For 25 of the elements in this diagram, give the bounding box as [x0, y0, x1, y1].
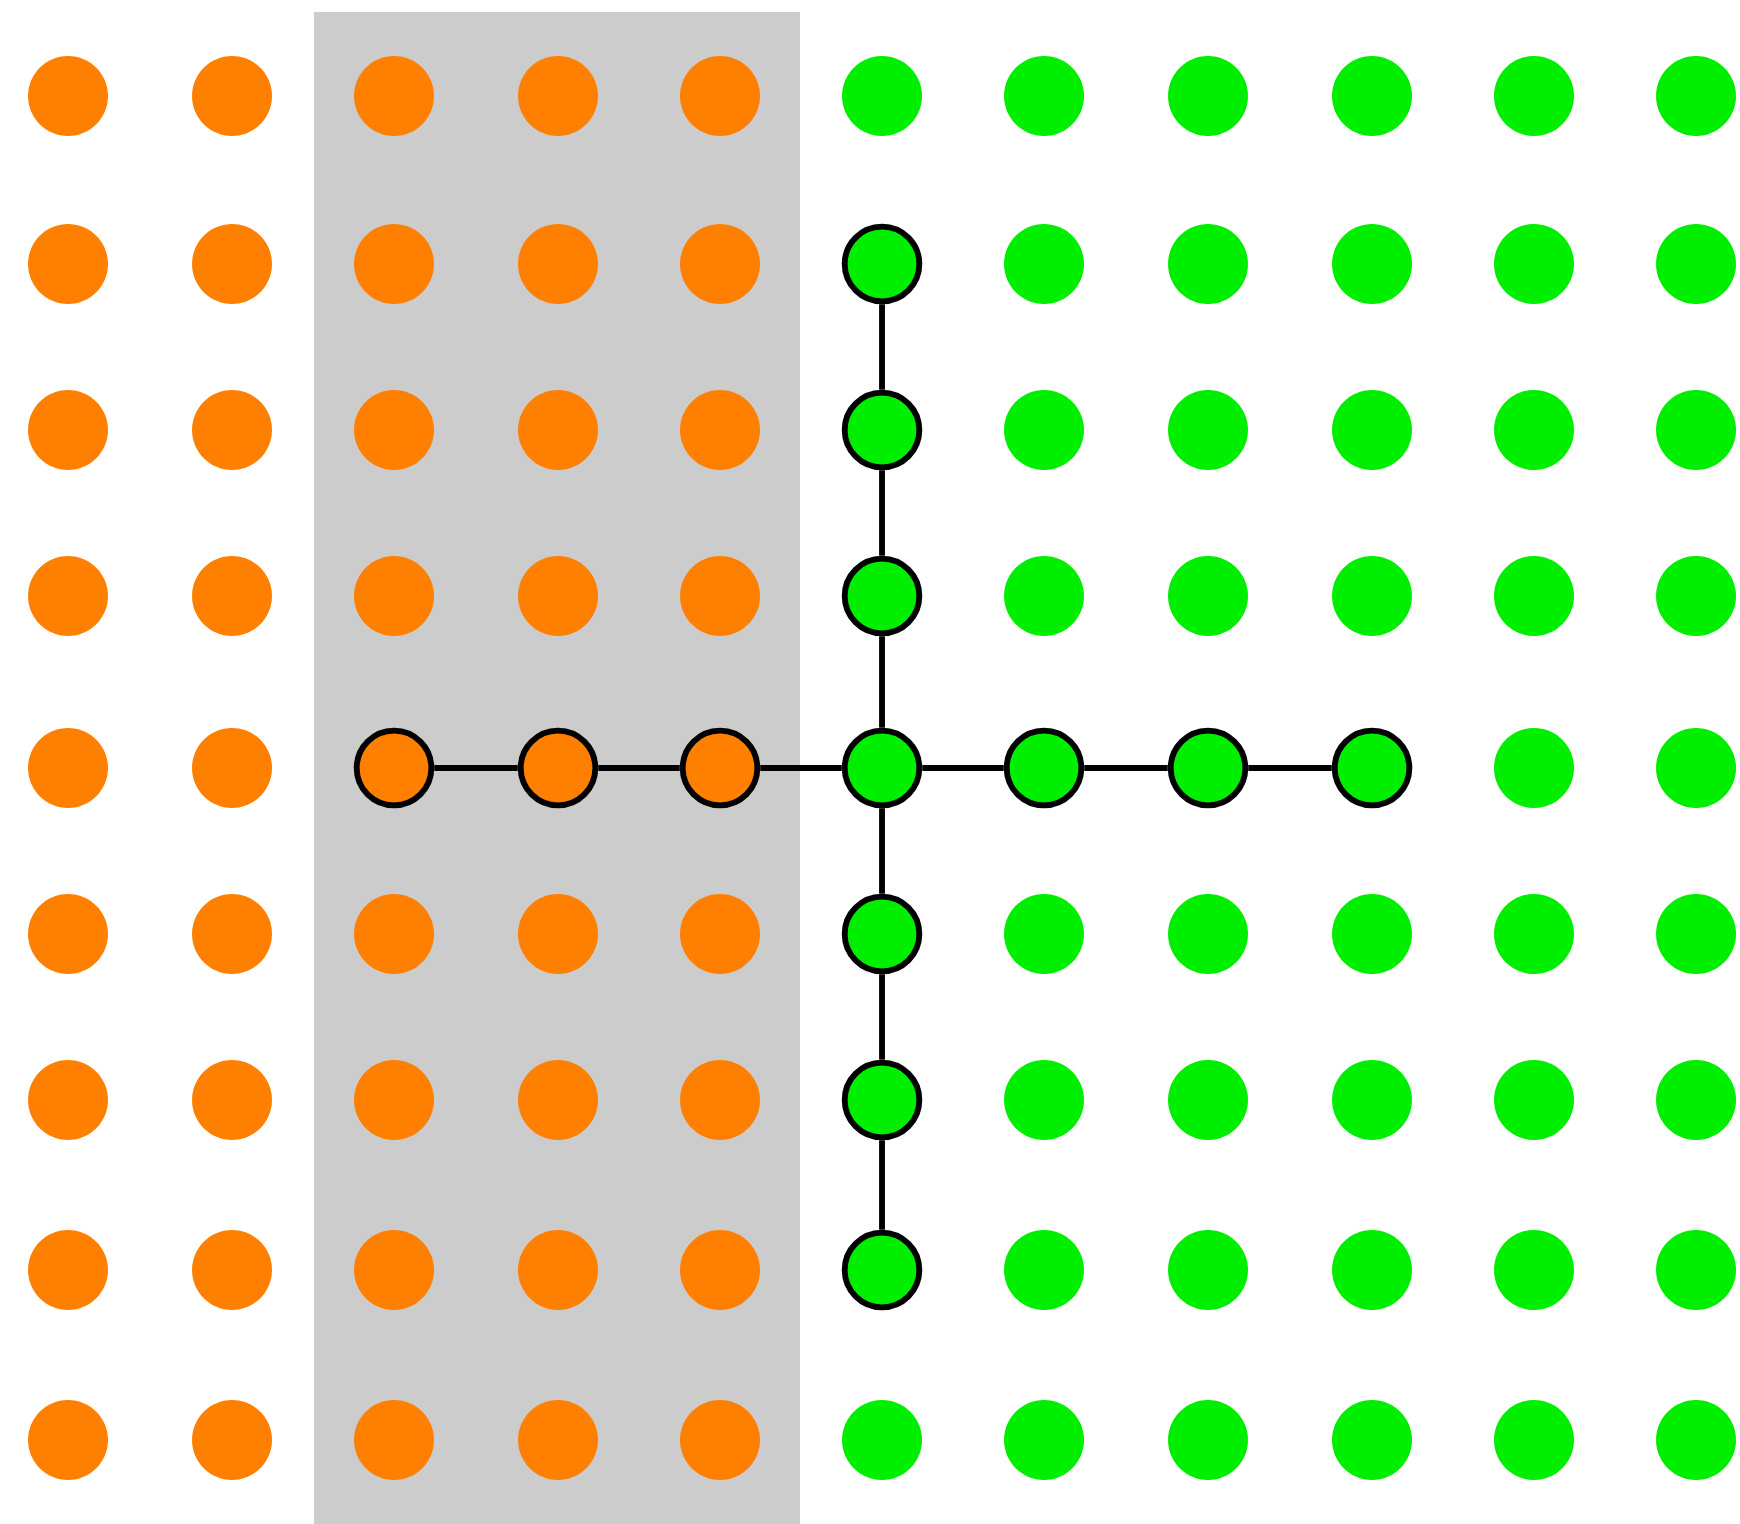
dot: [841, 389, 923, 471]
dot: [1167, 727, 1249, 809]
connector-line: [922, 765, 1004, 771]
connector-line: [879, 808, 885, 894]
connector-line: [879, 470, 885, 556]
connector-line: [879, 304, 885, 390]
dot: [353, 727, 435, 809]
dot: [1003, 727, 1085, 809]
connector-line: [1248, 765, 1332, 771]
dot: [679, 727, 761, 809]
dot: [841, 893, 923, 975]
connector-line: [879, 1140, 885, 1230]
connector-line: [598, 765, 680, 771]
dot: [517, 727, 599, 809]
dot: [841, 555, 923, 637]
connector-line: [879, 636, 885, 728]
connector-line: [760, 765, 842, 771]
connector-line: [879, 974, 885, 1060]
dot: [1331, 727, 1413, 809]
connector-line: [434, 765, 518, 771]
dot: [841, 727, 923, 809]
dot: [841, 1229, 923, 1311]
dot: [841, 1059, 923, 1141]
connector-line: [1084, 765, 1168, 771]
dot: [841, 223, 923, 305]
